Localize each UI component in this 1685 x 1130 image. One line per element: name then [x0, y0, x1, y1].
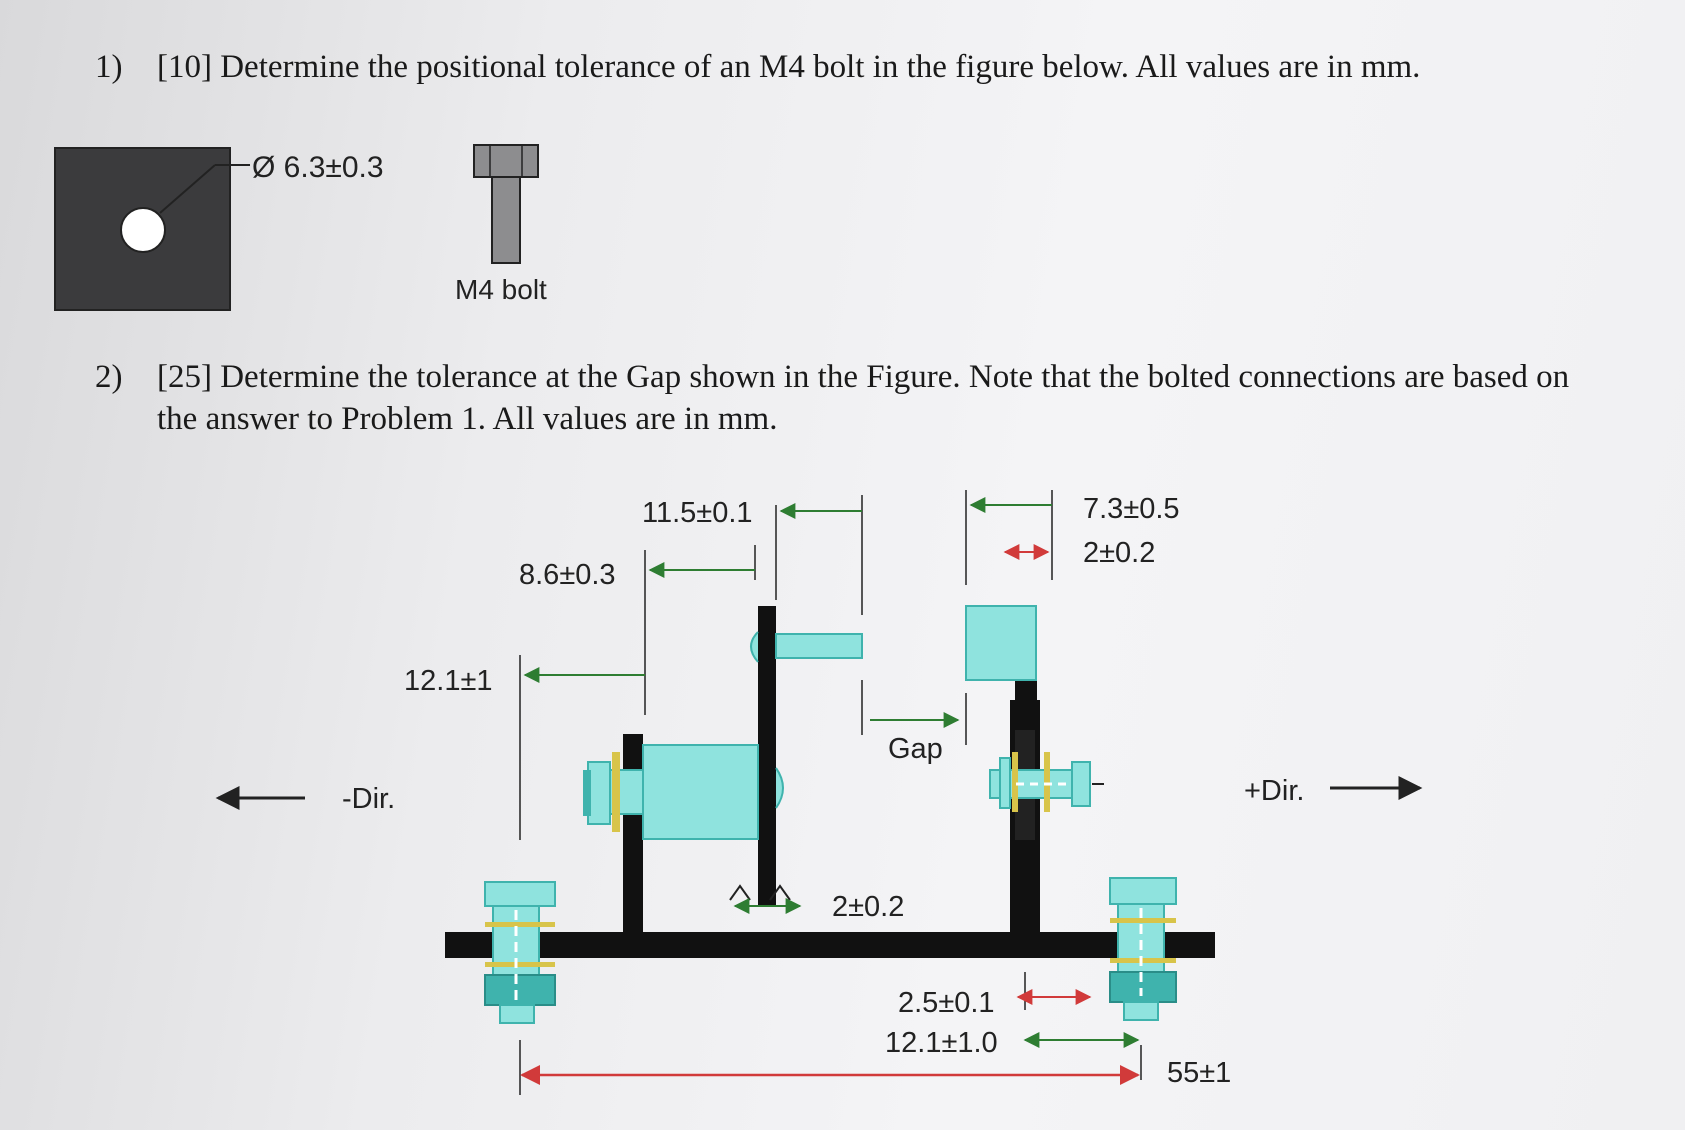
extension-lines [519, 490, 1142, 1095]
small-2mm-arrows [1003, 544, 1092, 1005]
problem-2-text: [25] Determine the tolerance at the Gap … [157, 359, 1570, 437]
problem-2-number: 2) [95, 359, 123, 395]
dim-11-5: 11.5±0.1 [642, 497, 753, 529]
dim-8-6: 8.6±0.3 [519, 559, 616, 591]
pos-direction-label: +Dir. [1244, 775, 1304, 807]
dim-7-3: 7.3±0.5 [1083, 493, 1180, 525]
dim-2-top: 2±0.2 [1083, 537, 1155, 569]
m4-bolt-drawing [473, 144, 539, 264]
hole-dimension: Ø 6.3±0.3 [252, 151, 384, 184]
plate-with-hole [54, 147, 250, 311]
dim-2-5: 2.5±0.1 [898, 987, 995, 1019]
dimension-arrows [523, 497, 1140, 1048]
problem-1-text: [10] Determine the positional tolerance … [157, 49, 1421, 85]
problem-1-number: 1) [95, 49, 123, 85]
neg-direction-label: -Dir. [342, 783, 395, 815]
shaft-cylinder [583, 744, 784, 840]
bolt-label: M4 bolt [455, 274, 547, 305]
left-base-bolt [484, 881, 556, 1024]
dim-12-1-top: 12.1±1 [404, 665, 493, 697]
dim-12-1-bottom: 12.1±1.0 [885, 1027, 998, 1059]
right-base-bolt [1109, 877, 1177, 1021]
top-block [965, 605, 1037, 681]
base-plate [445, 932, 1215, 958]
right-mid-bolt [989, 752, 1104, 812]
dim-2-bottom: 2±0.2 [832, 891, 904, 923]
top-pin [750, 631, 863, 663]
direction-arrows [215, 776, 1423, 810]
dim-55: 55±1 [1167, 1057, 1231, 1089]
gap-label: Gap [888, 733, 943, 765]
